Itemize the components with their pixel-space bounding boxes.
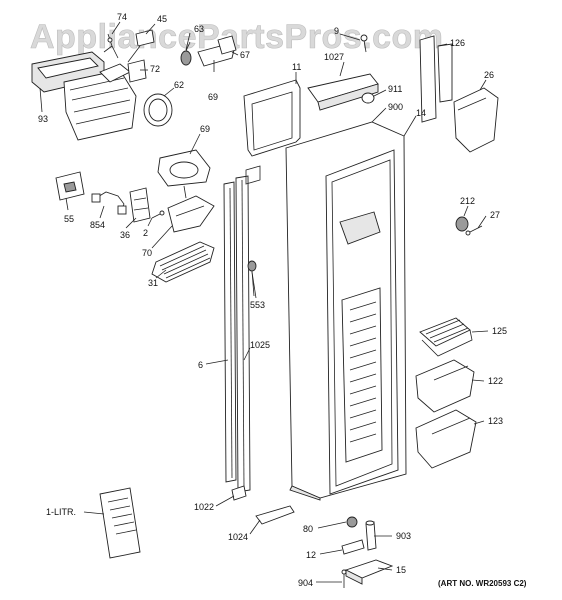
roller-part-212[interactable] (455, 216, 469, 232)
screw-part-2[interactable] (151, 210, 165, 219)
door-trim-part-6[interactable] (223, 181, 237, 483)
label-36: 36 (120, 230, 130, 240)
wire-shelf-part-125[interactable] (419, 317, 473, 357)
label-27: 27 (490, 210, 500, 220)
label-67: 67 (240, 50, 250, 60)
shelf-part-1027[interactable] (307, 73, 379, 111)
label-854: 854 (90, 220, 105, 230)
bracket-part-67[interactable] (197, 35, 237, 72)
label-14: 14 (416, 108, 426, 118)
screw-part-27[interactable] (465, 225, 483, 236)
label-93: 93 (38, 114, 48, 124)
bracket-part-36[interactable] (129, 187, 151, 223)
label-69-a: 69 (208, 92, 218, 102)
dispenser-module-part[interactable] (31, 51, 137, 141)
label-70: 70 (142, 248, 152, 258)
watermark-text: AppliancePartsPros.com (30, 18, 443, 56)
door-trim-part-1025[interactable] (235, 175, 251, 493)
label-9: 9 (334, 26, 339, 36)
label-15: 15 (396, 565, 406, 575)
clip-part-1022[interactable] (231, 485, 247, 501)
label-1025: 1025 (250, 340, 270, 350)
shim-part-12[interactable] (341, 539, 365, 555)
channel-part-11[interactable] (243, 79, 301, 185)
bracket-part-1024[interactable] (255, 505, 295, 525)
art-number: (ART NO. WR20593 C2) (438, 579, 527, 588)
label-900: 900 (388, 102, 403, 112)
hinge-part-126[interactable] (419, 35, 453, 123)
label-123: 123 (488, 416, 503, 426)
harness-part-854[interactable] (91, 191, 127, 215)
label-80: 80 (303, 524, 313, 534)
label-1024: 1024 (228, 532, 248, 542)
label-911: 911 (388, 84, 402, 94)
label-55: 55 (64, 214, 74, 224)
leader-lines (39, 21, 489, 583)
pin-part-903[interactable] (365, 520, 377, 551)
harness-part-74[interactable] (103, 33, 119, 59)
label-72: 72 (150, 64, 160, 74)
label-904: 904 (298, 578, 313, 588)
label-12: 12 (306, 550, 316, 560)
cover-part-26[interactable] (453, 87, 499, 153)
label-1022: 1022 (194, 502, 214, 512)
label-553: 553 (250, 300, 265, 310)
label-45: 45 (157, 14, 167, 24)
label-126: 126 (450, 38, 465, 48)
label-903: 903 (396, 531, 411, 541)
hinge-part-15[interactable] (344, 559, 394, 585)
ring-part-62[interactable] (143, 93, 173, 127)
label-212: 212 (460, 196, 475, 206)
auger-housing-part-69[interactable] (157, 149, 211, 199)
label-122: 122 (488, 376, 503, 386)
label-31: 31 (148, 278, 158, 288)
bracket-part-72[interactable] (127, 59, 147, 83)
hinge-cover-part-911[interactable] (361, 92, 375, 104)
motor-part-63[interactable] (180, 41, 192, 66)
label-62: 62 (174, 80, 184, 90)
switch-part-55[interactable] (55, 171, 85, 201)
screw-part-9[interactable] (360, 34, 368, 53)
label-125: 125 (492, 326, 507, 336)
label-69-b: 69 (200, 124, 210, 134)
label-11: 11 (292, 62, 301, 72)
screw-part-904[interactable] (341, 569, 347, 588)
bin-part-122[interactable] (415, 359, 475, 413)
label-2: 2 (143, 228, 148, 238)
literature-part-1-litr[interactable] (99, 487, 141, 559)
label-74: 74 (117, 12, 127, 22)
bushing-part-80[interactable] (346, 516, 358, 528)
label-6: 6 (198, 360, 203, 370)
bracket-part-45[interactable] (127, 29, 155, 63)
label-1027: 1027 (324, 52, 344, 62)
label-26: 26 (484, 70, 494, 80)
label-1-litr: 1-LITR. (46, 507, 76, 517)
door-liner-part-900[interactable] (325, 149, 399, 495)
label-63: 63 (194, 24, 204, 34)
actuator-part-70[interactable] (167, 195, 215, 233)
bin-part-123[interactable] (415, 409, 477, 469)
grille-part-31[interactable] (151, 241, 215, 283)
